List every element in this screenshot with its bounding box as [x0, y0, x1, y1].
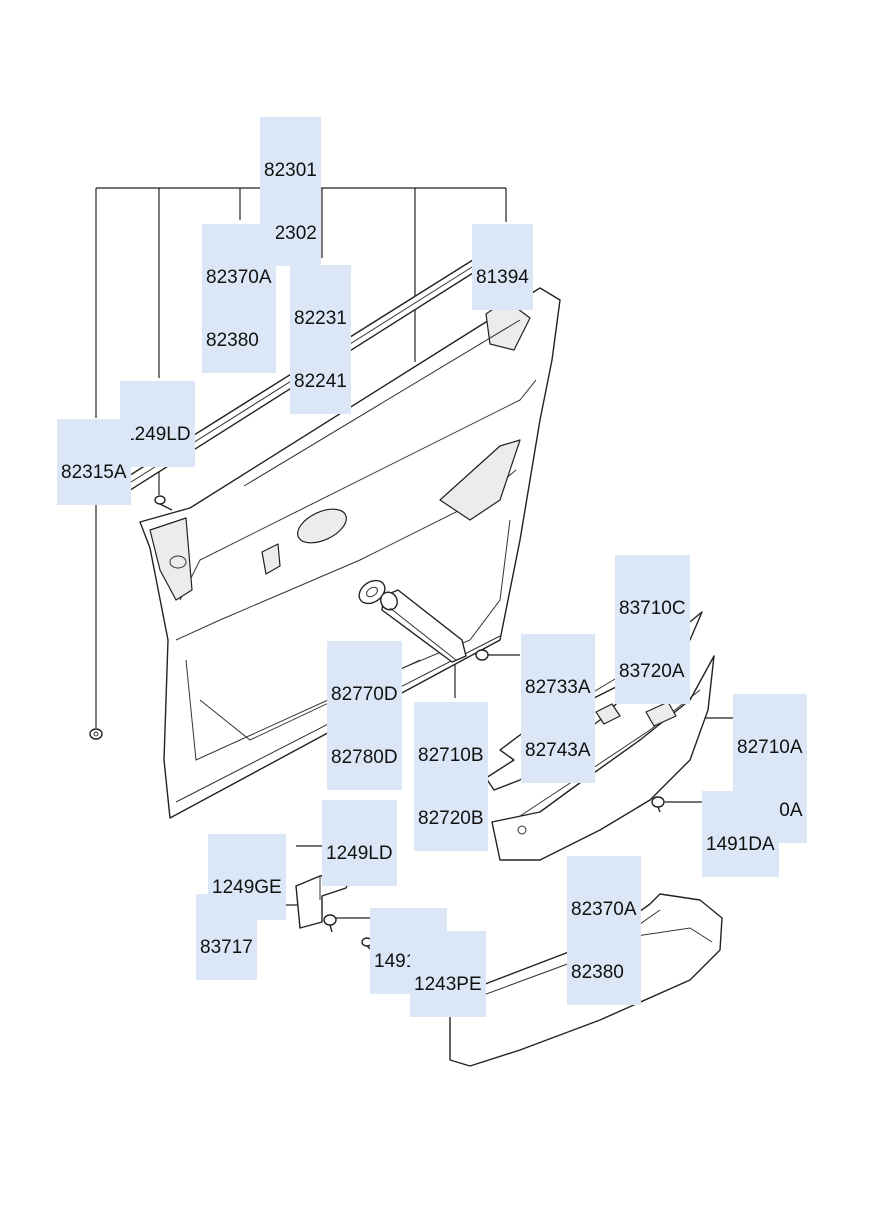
- callout-text: 1249LD: [326, 843, 393, 864]
- callout-text: 82301: [264, 160, 317, 181]
- callout-screw-1491da[interactable]: 1491DA: [702, 791, 779, 877]
- handle-cover-drawing: [358, 579, 386, 605]
- callout-text: 1491DA: [706, 834, 775, 855]
- callout-text: 82241: [294, 371, 347, 392]
- callout-text: 82710A: [737, 737, 803, 758]
- callout-text: 81394: [476, 267, 529, 288]
- armrest-panel-drawing: [491, 655, 715, 861]
- door-trim-panel-drawing: [139, 287, 561, 819]
- screw-top-drawing: [154, 495, 173, 511]
- callout-text: 82770D: [331, 684, 398, 705]
- callout-armrest-lower[interactable]: 82370A 82380: [567, 856, 641, 1005]
- callout-text: 82370A: [571, 899, 637, 920]
- callout-text: 82780D: [331, 747, 398, 768]
- callout-switch-panel[interactable]: 83710C 83720A: [615, 555, 690, 704]
- clip-82315a-drawing: [89, 728, 103, 740]
- callout-text: 82315A: [61, 462, 127, 483]
- cap-drawing: [475, 649, 489, 661]
- callout-weatherstrip[interactable]: 82231 82241: [290, 265, 351, 414]
- callout-screw-1243pe[interactable]: 1243PE: [410, 931, 486, 1017]
- callout-text: 82231: [294, 308, 347, 329]
- callout-text: 83710C: [619, 598, 686, 619]
- callout-text: 82720B: [418, 808, 484, 829]
- callout-text: 82380: [206, 330, 259, 351]
- callout-text: 82733A: [525, 677, 591, 698]
- callout-text: 1243PE: [414, 974, 482, 995]
- callout-clip-82315a[interactable]: 82315A: [57, 419, 131, 505]
- callout-handle-cover[interactable]: 82770D 82780D: [327, 641, 402, 790]
- callout-text: 1249LD: [124, 424, 191, 445]
- callout-text: 82380: [571, 962, 624, 983]
- callout-fastener-81394[interactable]: 81394: [472, 224, 533, 310]
- callout-text: 82302: [264, 223, 317, 244]
- callout-armrest-upper[interactable]: 82370A 82380: [202, 224, 276, 373]
- callout-text: 83720A: [619, 661, 685, 682]
- screw-1491ad-drawing: [323, 914, 337, 933]
- callout-text: 82743A: [525, 740, 591, 761]
- screw-1491da-drawing: [651, 796, 665, 813]
- callout-pull-handle[interactable]: 82710B 82720B: [414, 702, 488, 851]
- pull-handle-drawing: [380, 589, 467, 663]
- callout-text: 83717: [200, 937, 253, 958]
- callout-screw-mid[interactable]: 1249LD: [322, 800, 397, 886]
- callout-cap[interactable]: 82733A 82743A: [521, 634, 595, 783]
- callout-text: 1249GE: [212, 877, 282, 898]
- callout-text: 82370A: [206, 267, 272, 288]
- callout-screw-top[interactable]: 1249LD: [120, 381, 195, 467]
- callout-bracket[interactable]: 83717: [196, 894, 257, 980]
- callout-text: 82710B: [418, 745, 484, 766]
